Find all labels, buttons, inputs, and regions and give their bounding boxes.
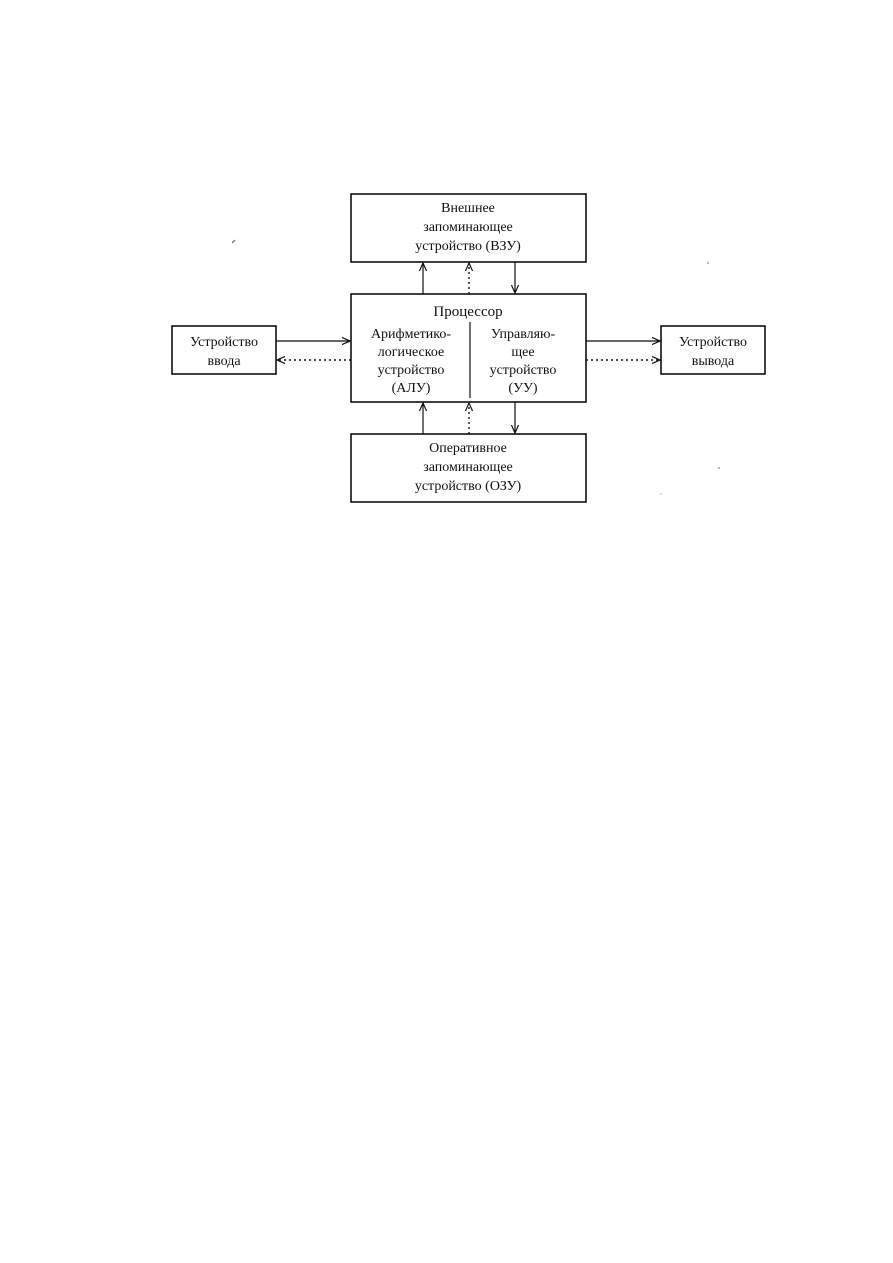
output-device-block: Устройство вывода bbox=[660, 325, 766, 375]
output-device-box bbox=[660, 325, 766, 375]
external-memory-line-2: запоминающее bbox=[423, 220, 513, 235]
external-memory-block: Внешнее запоминающее устройство (ВЗУ) bbox=[350, 193, 587, 263]
alu-line-2: логическое bbox=[378, 345, 445, 360]
input-device-line-2: ввода bbox=[207, 354, 241, 369]
alu-line-1: Арифметико- bbox=[371, 327, 451, 342]
external-memory-box bbox=[350, 193, 587, 263]
output-device-line-1: Устройство bbox=[679, 335, 747, 350]
control-unit-block: Управляю- щее устройство (УУ) bbox=[490, 327, 557, 396]
input-device-line-1: Устройство bbox=[190, 335, 258, 350]
scan-speck bbox=[660, 493, 662, 495]
alu-block: Арифметико- логическое устройство (АЛУ) bbox=[371, 327, 451, 396]
processor-block: Процессор Арифметико- логическое устройс… bbox=[350, 293, 587, 403]
ram-line-3: устройство (ОЗУ) bbox=[415, 479, 522, 494]
ram-line-2: запоминающее bbox=[423, 460, 513, 475]
control-unit-line-3: устройство bbox=[490, 363, 557, 378]
input-device-box bbox=[171, 325, 277, 375]
alu-line-4: (АЛУ) bbox=[392, 381, 431, 396]
external-memory-line-1: Внешнее bbox=[441, 201, 495, 216]
external-memory-line-3: устройство (ВЗУ) bbox=[415, 239, 521, 254]
processor-title: Процессор bbox=[433, 304, 502, 320]
alu-line-3: устройство bbox=[378, 363, 445, 378]
input-device-block: Устройство ввода bbox=[171, 325, 277, 375]
control-unit-line-4: (УУ) bbox=[508, 381, 537, 396]
scan-speck bbox=[718, 467, 720, 469]
ram-block: Оперативное запоминающее устройство (ОЗУ… bbox=[350, 433, 587, 503]
scan-speck bbox=[707, 262, 709, 264]
control-unit-line-2: щее bbox=[511, 345, 534, 360]
output-device-line-2: вывода bbox=[692, 354, 735, 369]
control-unit-line-1: Управляю- bbox=[491, 327, 556, 342]
scan-speck bbox=[231, 239, 236, 244]
ram-line-1: Оперативное bbox=[429, 441, 507, 456]
